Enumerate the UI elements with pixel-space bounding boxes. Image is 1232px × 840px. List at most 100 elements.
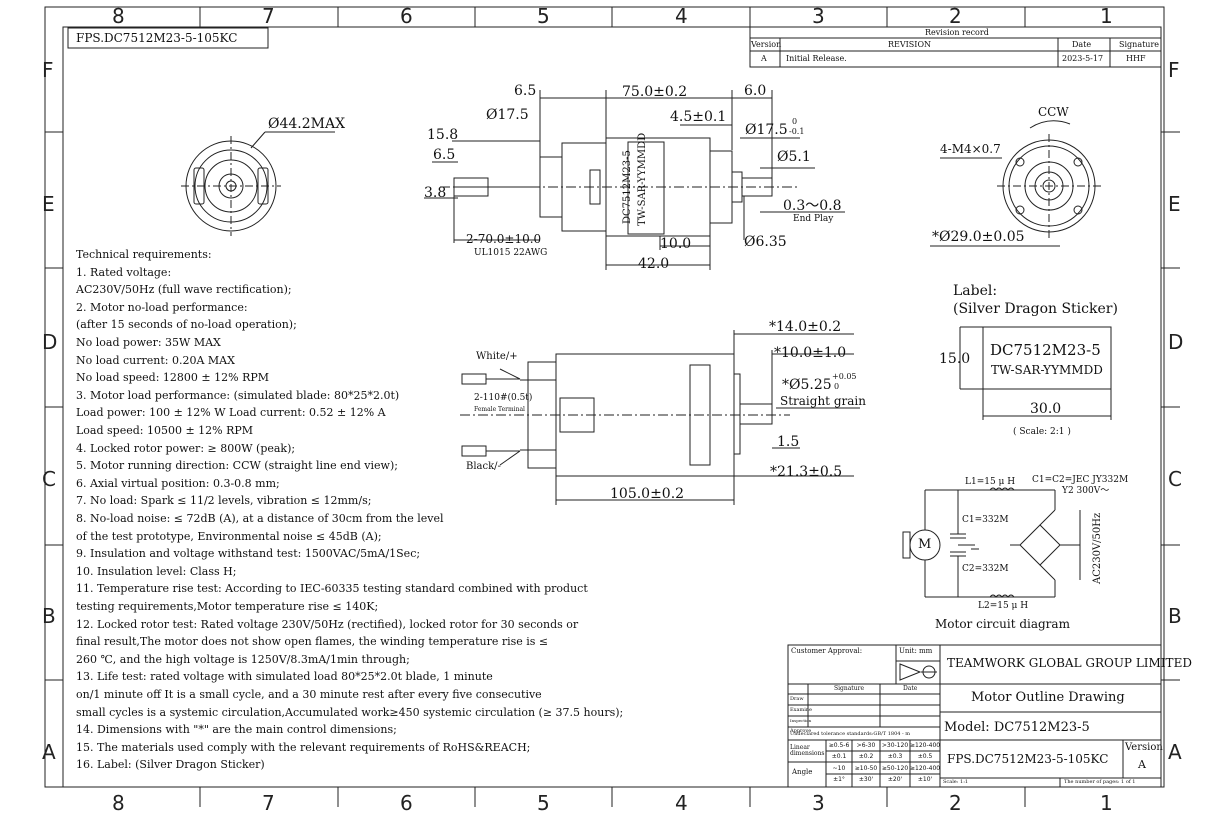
tolerance-cell: >30-120 [881,742,909,749]
side-dim-3-8: 3.8 [424,185,447,201]
zone-left-c: C [42,467,56,491]
tb-signature: Signature [834,685,865,692]
requirement-line: 1. Rated voltage: [76,265,172,279]
zone-top-3: 3 [812,4,825,28]
side-dim-15-8: 15.8 [427,127,459,143]
side-motor-text-1: DC7512M23-5 [622,150,633,224]
bottom-white-wire: White/+ [476,351,518,362]
side-dim-10: 10.0 [660,236,692,252]
requirement-line: No load power: 35W MAX [76,336,221,349]
tb-tolerance: Undeclared tolerance standards:GB/T 1804… [790,731,911,737]
tolerance-cell: ±10' [917,776,933,783]
tb-unit: Unit: mm [899,647,933,655]
requirement-line: No load speed: 12800 ± 12% RPM [76,371,270,385]
tb-role-examine: Examine [790,707,812,713]
circuit-lines [902,487,1081,598]
zone-bottom-1: 1 [1100,791,1113,815]
bottom-dim-10: *10.0±1.0 [774,345,847,361]
circuit-l1: L1=15 μ H [965,477,1016,487]
front-diameter: Ø44.2MAX [268,116,346,132]
tb-drawing-number: FPS.DC7512M23-5-105KC [947,752,1109,766]
side-dim-d5-1: Ø5.1 [777,149,811,165]
tb-model: Model: DC7512M23-5 [944,720,1090,735]
zone-bottom-5: 5 [537,791,550,815]
tb-linear: Linear dimensions [790,744,825,757]
requirements-heading: Technical requirements: [76,248,212,261]
zone-right-e: E [1168,192,1181,216]
zone-top-2: 2 [949,4,962,28]
zone-top-8: 8 [112,4,125,28]
circuit-c-spec: C1=C2=JEC JY332M [1032,475,1129,485]
zone-top-6: 6 [400,4,413,28]
side-dim-6-5: 6.5 [514,83,537,99]
zone-bottom-7: 7 [262,791,275,815]
bottom-view-outline [460,330,860,505]
end-rotation: CCW [1038,105,1069,119]
tolerance-cell: ≥50-120 [881,765,909,772]
side-dim-end-play: 0.3～0.8 [783,198,842,214]
side-lead-label: UL1015 22AWG [474,248,548,258]
requirement-line: small cycles is a systemic circulation,A… [76,705,624,719]
side-dim-6: 6.0 [744,83,767,99]
tolerance-cell: ~10 [832,765,846,772]
zone-left-e: E [42,192,55,216]
tolerance-cell: ±1° [833,776,845,783]
zone-right-f: F [1168,58,1180,82]
end-view-outline [930,120,1101,247]
requirement-line: 9. Insulation and voltage withstand test… [76,547,421,561]
side-dim-tol-lower: -0.1 [789,127,805,136]
label-scale: ( Scale: 2:1 ) [1013,427,1071,437]
requirement-line: 2. Motor no-load performance: [76,300,248,314]
tb-drawing-title: Motor Outline Drawing [971,690,1125,705]
requirement-line: AC230V/50Hz (full wave rectification); [76,283,292,297]
tb-role-draw: Draw [790,696,804,702]
bottom-straight-grain: Straight grain [780,394,866,408]
side-dim-4-5: 4.5±0.1 [670,109,727,125]
zone-bottom-8: 8 [112,791,125,815]
revision-date: 2023-5-17 [1062,54,1104,63]
zone-right-c: C [1168,467,1182,491]
requirement-line: 13. Life test: rated voltage with simula… [76,670,493,684]
requirement-line: 15. The materials used comply with the r… [76,740,531,754]
tb-role-approve: Approve [790,728,812,734]
tolerance-cell: ≥120-400 [910,742,941,749]
tb-angle: Angle [792,768,813,776]
side-dim-tol-upper: 0 [792,117,798,126]
tb-company: TEAMWORK GLOBAL GROUP LIMITED [947,656,1192,670]
zone-right-a: A [1168,740,1182,764]
side-view-outline [424,90,845,270]
bottom-dim-tol-lower: 0 [834,382,840,391]
tolerance-cell: ±0.5 [917,753,933,760]
requirement-line: 16. Label: (Silver Dragon Sticker) [76,758,265,772]
tolerance-cell: ±0.1 [831,753,847,760]
front-view-outline [181,131,335,236]
side-dim-75: 75.0±0.2 [622,84,688,100]
tb-version-label: Version [1125,742,1163,753]
side-dim-d6-35: Ø6.35 [744,234,787,250]
revision-header-version: Version [751,40,782,49]
bottom-terminal: 2-110#(0.5t) [474,393,533,403]
revision-header-revision: REVISION [888,40,931,49]
tolerance-cell: ≥120-400 [910,765,941,772]
side-dim-d17-5: Ø17.5 [486,107,529,123]
requirement-line: 10. Insulation level: Class H; [76,564,237,578]
requirement-line: Load speed: 10500 ± 12% RPM [76,424,254,437]
tb-customer: Customer Approval: [791,647,863,655]
zone-bottom-2: 2 [949,791,962,815]
revision-version: A [761,54,767,63]
label-width: 30.0 [1030,401,1062,417]
zone-top-5: 5 [537,4,550,28]
circuit-supply: AC230V/50Hz [1092,512,1103,584]
side-motor-text-2: TW-SAR-YYMMDD [637,132,648,226]
tb-date: Date [903,685,918,692]
zone-top-7: 7 [262,4,275,28]
requirement-line: 11. Temperature rise test: According to … [76,582,588,596]
revision-header-signature: Signature [1119,40,1160,49]
zone-bottom-6: 6 [400,791,413,815]
requirement-line: of the test prototype, Environmental noi… [76,529,382,543]
tb-role-inspection: Inspection [790,718,812,723]
requirement-line: (after 15 seconds of no-load operation); [76,318,297,332]
zone-top-1: 1 [1100,4,1113,28]
